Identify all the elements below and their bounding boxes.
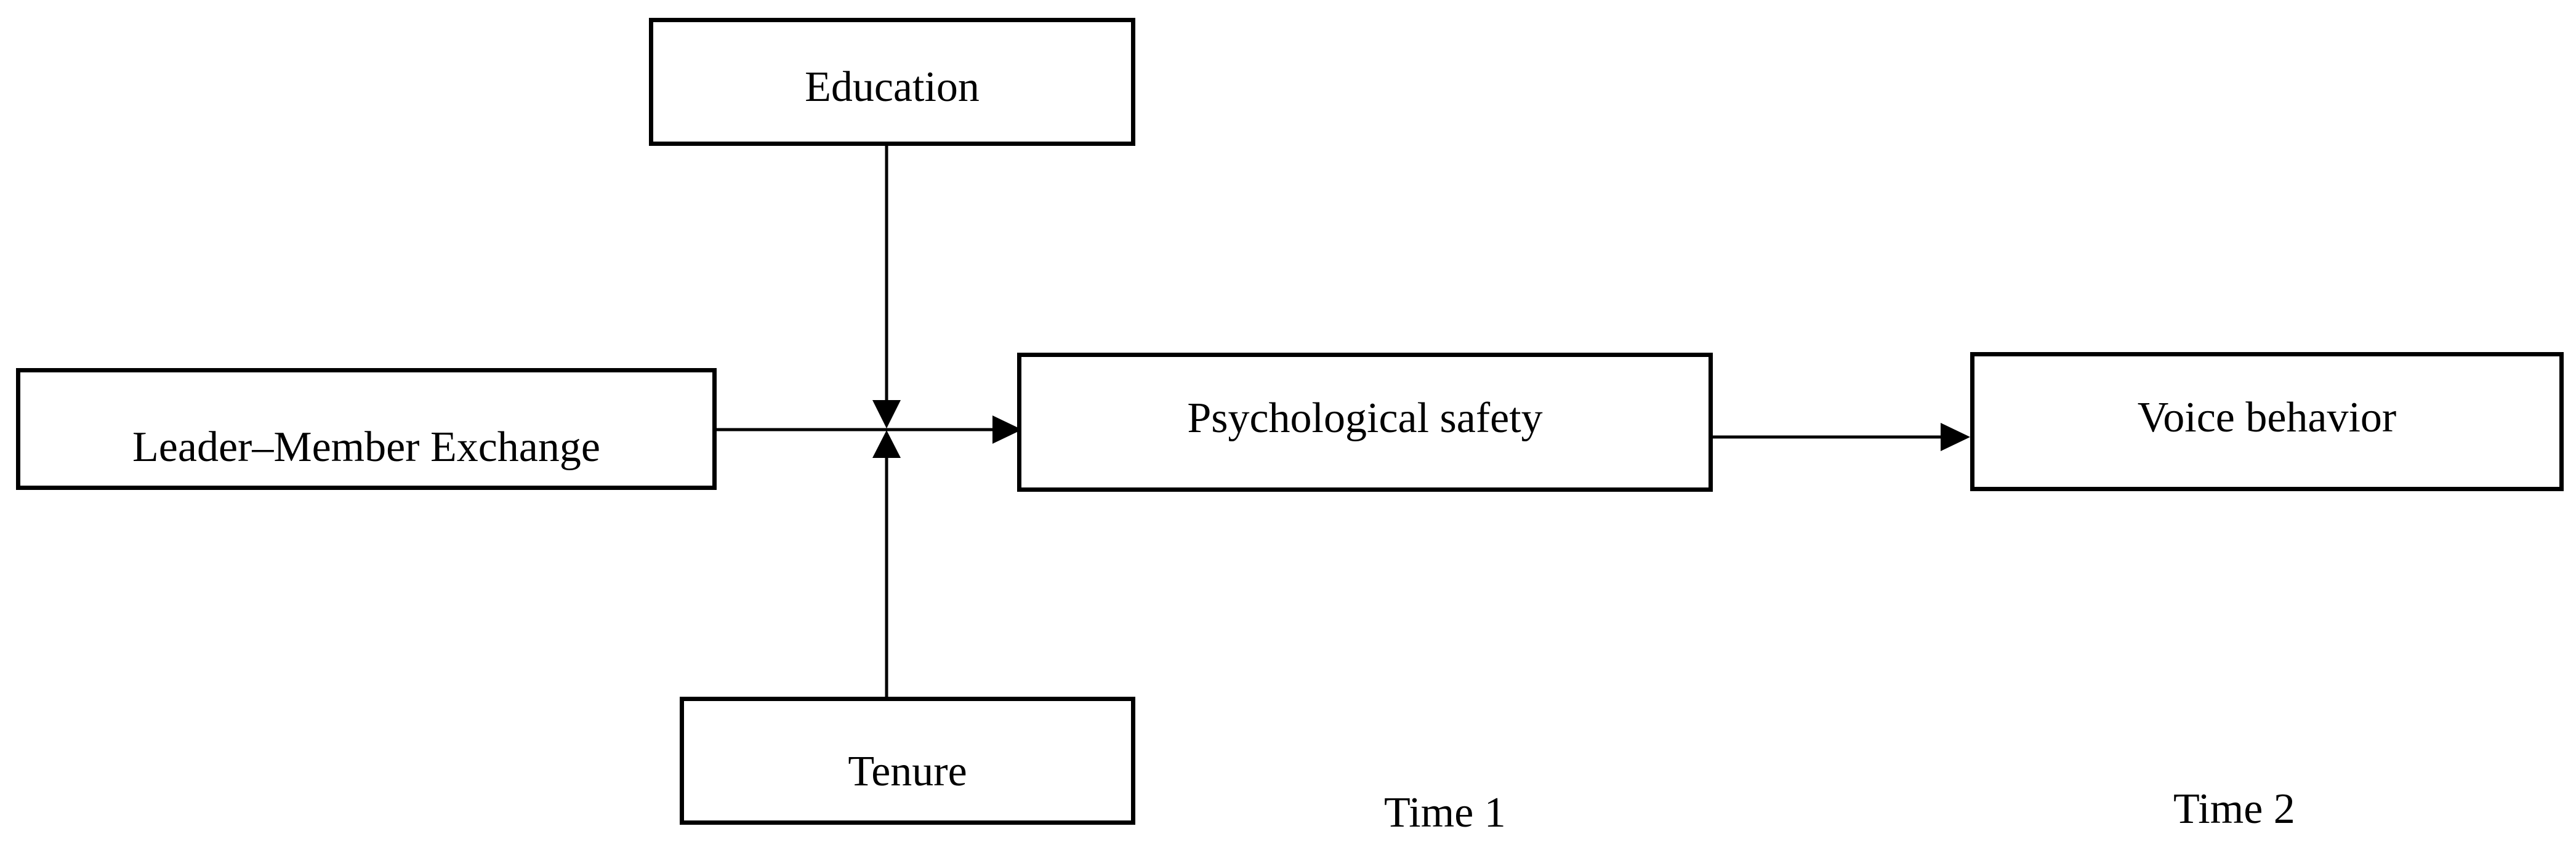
leader-member-exchange-node: Leader–Member Exchange xyxy=(16,368,717,490)
tenure-moderator-arrowhead xyxy=(872,430,901,458)
time-2-label: Time 2 xyxy=(2173,785,2295,833)
education-node: Education xyxy=(649,18,1135,146)
voice-behavior-label: Voice behavior xyxy=(2137,394,2397,441)
education-label: Education xyxy=(805,63,980,111)
lmx-to-psych-arrowhead xyxy=(992,415,1022,444)
tenure-label: Tenure xyxy=(848,748,967,795)
time-1-label: Time 1 xyxy=(1384,789,1506,836)
psych-to-voice-arrowhead xyxy=(1941,423,1970,451)
tenure-node: Tenure xyxy=(680,697,1135,825)
leader-member-exchange-label: Leader–Member Exchange xyxy=(132,423,600,471)
education-moderator-arrowhead xyxy=(872,400,901,428)
psychological-safety-label: Psychological safety xyxy=(1187,395,1543,442)
voice-behavior-node: Voice behavior xyxy=(1970,352,2564,491)
psychological-safety-node: Psychological safety xyxy=(1017,353,1713,492)
